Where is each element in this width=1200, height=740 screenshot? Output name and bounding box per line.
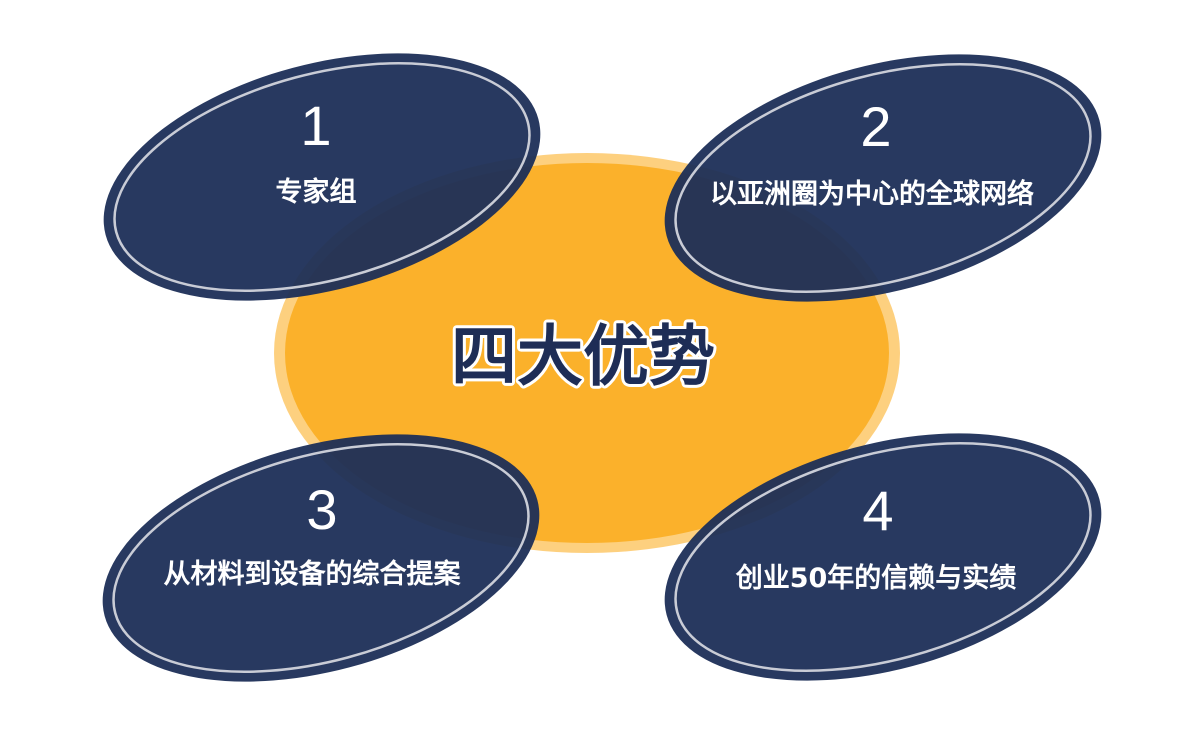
advantage-2-number: 2 bbox=[860, 95, 891, 158]
advantage-1-number: 1 bbox=[300, 94, 331, 157]
advantage-3-label: 从材料到设备的综合提案 bbox=[164, 558, 462, 590]
advantage-2-label: 以亚洲圈为中心的全球网络 bbox=[710, 178, 1034, 210]
advantage-3: 3 从材料到设备的综合提案 bbox=[102, 434, 540, 682]
advantage-4-label: 创业50年的信赖与实绩 bbox=[735, 562, 1017, 594]
advantage-4-number: 4 bbox=[862, 479, 893, 542]
advantage-3-ring bbox=[112, 443, 530, 673]
advantage-1-label: 专家组 bbox=[276, 176, 357, 208]
center-title: 四大优势 bbox=[451, 318, 715, 395]
advantage-1-ellipse bbox=[103, 53, 541, 301]
advantage-3-number: 3 bbox=[306, 478, 337, 541]
advantage-4-ring bbox=[674, 442, 1092, 672]
advantage-2-ellipse bbox=[664, 54, 1102, 302]
advantage-1-ring bbox=[113, 62, 531, 292]
advantage-2: 2 以亚洲圈为中心的全球网络 bbox=[664, 54, 1102, 302]
advantage-2-ring bbox=[674, 63, 1092, 293]
advantage-1: 1 专家组 bbox=[103, 53, 541, 301]
advantage-4-ellipse bbox=[664, 433, 1102, 681]
advantage-3-ellipse bbox=[102, 434, 540, 682]
advantage-4: 4 创业50年的信赖与实绩 bbox=[664, 433, 1102, 681]
